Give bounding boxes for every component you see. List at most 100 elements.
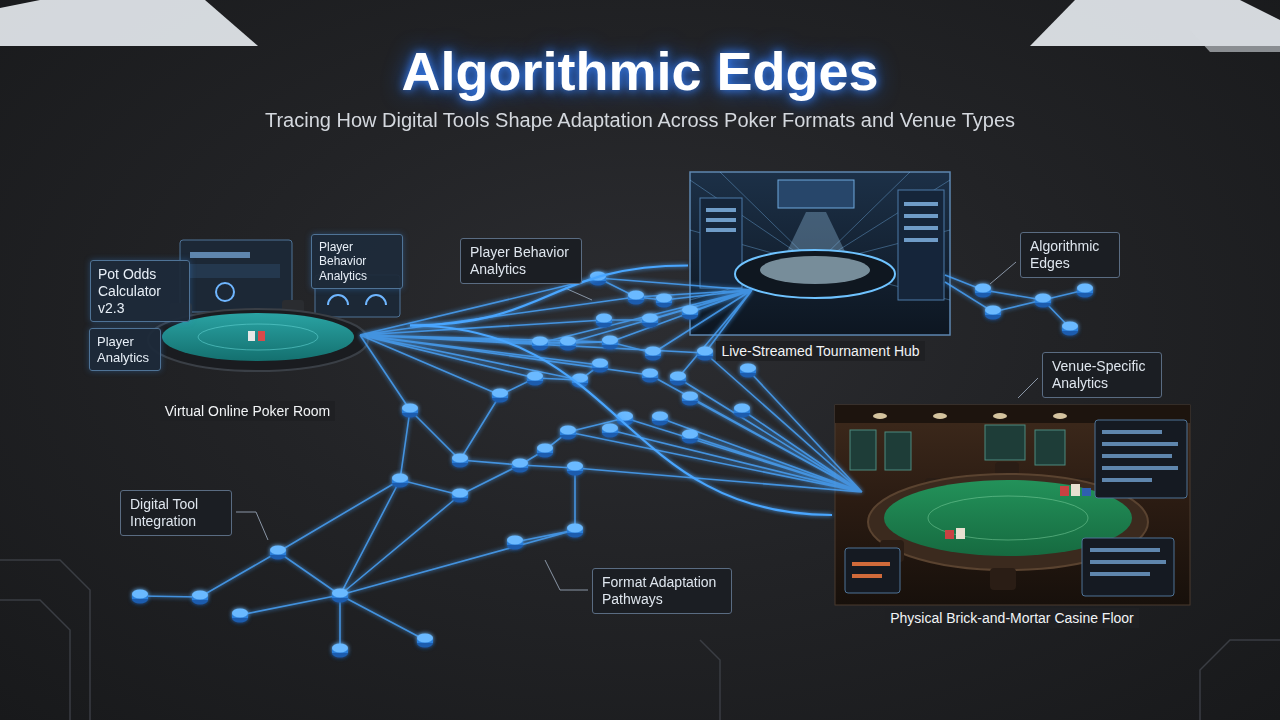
network-nodes-part <box>697 347 713 361</box>
callout-label: Venue-Specific Analytics <box>1052 358 1152 392</box>
casino-floor-illustration-part <box>1102 430 1178 482</box>
network-nodes-part <box>332 644 348 658</box>
casino-floor-illustration-part <box>1090 548 1166 576</box>
network-nodes-part <box>452 454 468 468</box>
online-room-illustration-part <box>180 240 292 312</box>
tournament-hub-illustration-part <box>904 226 938 230</box>
network-nodes-part <box>507 536 523 550</box>
casino-floor-illustration-part <box>928 496 1088 540</box>
network-nodes-part <box>192 591 208 605</box>
network-nodes-part <box>682 430 698 444</box>
casino-floor-illustration-part-part <box>1102 466 1178 470</box>
network-nodes-part <box>537 444 553 458</box>
casino-floor-illustration-part-part <box>852 574 882 578</box>
tournament-hub-illustration-part <box>690 172 950 300</box>
callout-box: Algorithmic Edges <box>1020 232 1120 278</box>
callout-label: Digital Tool Integration <box>130 496 222 530</box>
panel-label: Player Analytics <box>97 334 153 365</box>
casino-floor-illustration-part-part <box>993 413 1007 419</box>
casino-floor-illustration-part-part <box>990 568 1016 590</box>
leader-lines-part <box>990 262 1016 284</box>
casino-floor-illustration-part <box>850 425 1065 470</box>
casino-floor-illustration-part <box>1082 538 1174 596</box>
casino-floor-illustration-part-part <box>933 413 947 419</box>
network-nodes-part <box>332 589 348 603</box>
network-lines-part <box>540 278 752 378</box>
casino-floor-illustration-part-part <box>1053 413 1067 419</box>
casino-floor-illustration-part-part <box>1071 484 1080 496</box>
tournament-hub-illustration-part <box>690 172 950 335</box>
network-nodes-part <box>567 462 583 476</box>
network-lines <box>140 275 1085 650</box>
panel-label: Player Behavior Analytics <box>319 240 395 283</box>
tournament-hub-illustration-part <box>904 238 938 242</box>
tournament-hub-illustration <box>690 172 950 335</box>
tournament-hub-illustration-part <box>898 190 944 300</box>
circuit-traces-part <box>700 640 720 720</box>
casino-floor-illustration-part-part <box>1090 560 1166 564</box>
casino-floor-illustration-part-part <box>1102 478 1152 482</box>
network-nodes-part <box>656 294 672 308</box>
tournament-hub-illustration-part <box>778 180 854 208</box>
network-nodes-part <box>682 392 698 406</box>
network-nodes-part <box>670 372 686 386</box>
network-nodes-part <box>985 306 1001 320</box>
callout-label: Algorithmic Edges <box>1030 238 1110 272</box>
online-room-illustration-part <box>190 252 250 258</box>
network-nodes-part <box>512 459 528 473</box>
casino-floor-illustration-part-part <box>852 562 890 566</box>
network-nodes-part <box>1077 284 1093 298</box>
network-nodes-part <box>560 337 576 351</box>
network-nodes-part <box>402 404 418 418</box>
venue-area: Physical Brick-and-Mortar Casine Floor <box>832 400 1192 630</box>
callout-box: Format Adaptation Pathways <box>592 568 732 614</box>
tool-panel: Pot Odds Calculator v2.3 <box>90 260 190 322</box>
diagram-title: Algorithmic Edges <box>0 40 1280 102</box>
ceiling-lights-part <box>1190 30 1280 52</box>
casino-floor-illustration-part <box>845 548 900 593</box>
tournament-hub-illustration-part <box>706 228 736 232</box>
header: Algorithmic EdgesTracing How Digital Too… <box>0 40 1280 132</box>
online-room-illustration-part <box>190 264 280 278</box>
network-nodes-part <box>492 389 508 403</box>
casino-floor-illustration-part <box>873 413 1067 419</box>
tool-panel: Player Behavior Analytics <box>311 234 403 289</box>
casino-floor-illustration-part-part <box>1090 548 1160 552</box>
callout-label: Player Behavior Analytics <box>470 244 572 278</box>
tournament-hub-illustration-part <box>735 250 895 298</box>
casino-floor-illustration-part-part <box>885 432 911 470</box>
tool-panel: Player Analytics <box>89 328 161 371</box>
casino-floor-illustration-part <box>835 405 1190 605</box>
casino-floor-illustration-part <box>852 562 890 578</box>
network-lines-part <box>568 353 862 492</box>
casino-floor-illustration-part <box>1095 420 1187 498</box>
leader-lines-part <box>565 288 592 300</box>
network-nodes-part <box>592 359 608 373</box>
network-lines-part <box>360 278 705 410</box>
leader-lines-part <box>236 512 268 540</box>
tournament-hub-illustration-part <box>904 202 938 206</box>
casino-floor-illustration-part-part <box>956 528 965 539</box>
network-nodes-part <box>452 489 468 503</box>
tournament-hub-illustration-part <box>706 208 736 212</box>
network-nodes-part <box>602 424 618 438</box>
casino-floor-illustration-part-part <box>945 530 954 539</box>
casino-floor-illustration-part-part <box>1082 488 1091 496</box>
leader-lines-part <box>1018 378 1038 398</box>
venue-label: Live-Streamed Tournament Hub <box>716 341 924 361</box>
network-nodes-part <box>132 590 148 604</box>
network-nodes-part <box>527 372 543 386</box>
network-nodes-part <box>1035 294 1051 308</box>
network-nodes-part <box>740 364 756 378</box>
callout-box: Player Behavior Analytics <box>460 238 582 284</box>
panel-label: Pot Odds Calculator v2.3 <box>98 266 182 316</box>
casino-floor-illustration-part-part <box>1102 430 1162 434</box>
online-room-illustration-part <box>216 283 234 301</box>
ceiling-lights-part <box>0 0 258 46</box>
circuit-traces-part <box>0 560 90 720</box>
network-nodes-part <box>270 546 286 560</box>
tournament-hub-illustration-part <box>904 214 938 218</box>
network-nodes-part <box>532 337 548 351</box>
network-nodes-part <box>734 404 750 418</box>
